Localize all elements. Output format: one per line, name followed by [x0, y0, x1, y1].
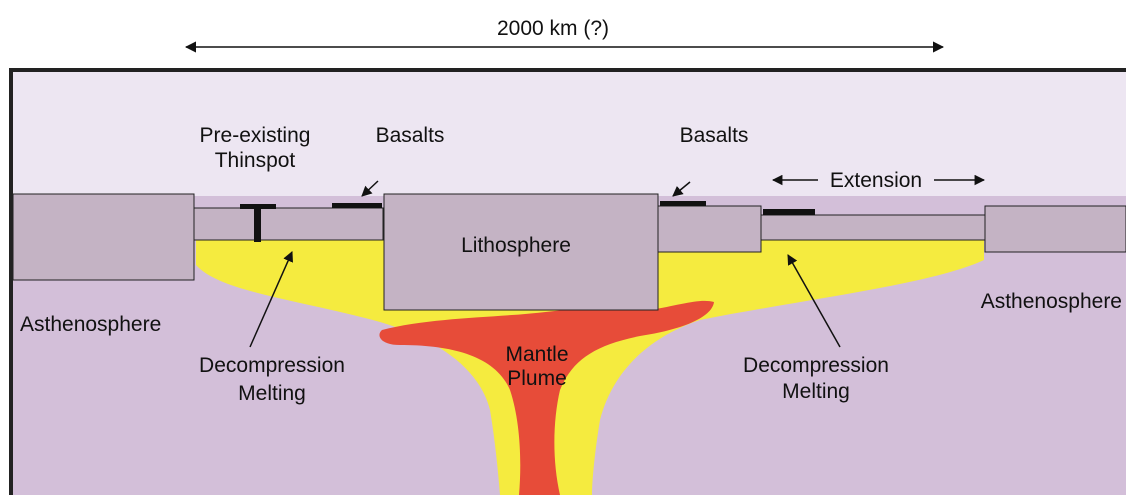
lithosphere-block-left	[13, 194, 194, 280]
lithosphere-block-extended	[761, 215, 985, 240]
label-decompression-left: Decompression	[199, 354, 345, 377]
basalt-flow-extension	[763, 209, 815, 215]
label-asthenosphere-left: Asthenosphere	[20, 313, 161, 336]
label-lithosphere: Lithosphere	[461, 234, 571, 257]
label-decompression-right: Decompression	[743, 354, 889, 377]
lithosphere-block-thin-left	[194, 208, 383, 240]
label-melting-right: Melting	[782, 380, 850, 403]
label-thinspot: Thinspot	[215, 149, 296, 172]
label-mantle: Mantle	[505, 343, 568, 366]
thinspot-dike	[254, 206, 261, 242]
lithosphere-block-right	[985, 206, 1126, 252]
basalt-flow-left	[332, 203, 382, 208]
scale-bar: 2000 km (?)	[186, 17, 943, 47]
diagram-panel	[11, 70, 1126, 495]
label-asthenosphere-right: Asthenosphere	[981, 290, 1122, 313]
label-extension: Extension	[830, 169, 922, 192]
basalt-flow-right	[660, 201, 706, 206]
label-plume: Plume	[507, 367, 567, 390]
label-basalts-left: Basalts	[376, 124, 445, 147]
scale-bar-label: 2000 km (?)	[497, 17, 609, 40]
label-melting-left: Melting	[238, 382, 306, 405]
lithosphere-block-thin-right	[658, 206, 761, 252]
label-pre-existing: Pre-existing	[200, 124, 311, 147]
label-basalts-right: Basalts	[680, 124, 749, 147]
surface-background	[13, 72, 1126, 196]
